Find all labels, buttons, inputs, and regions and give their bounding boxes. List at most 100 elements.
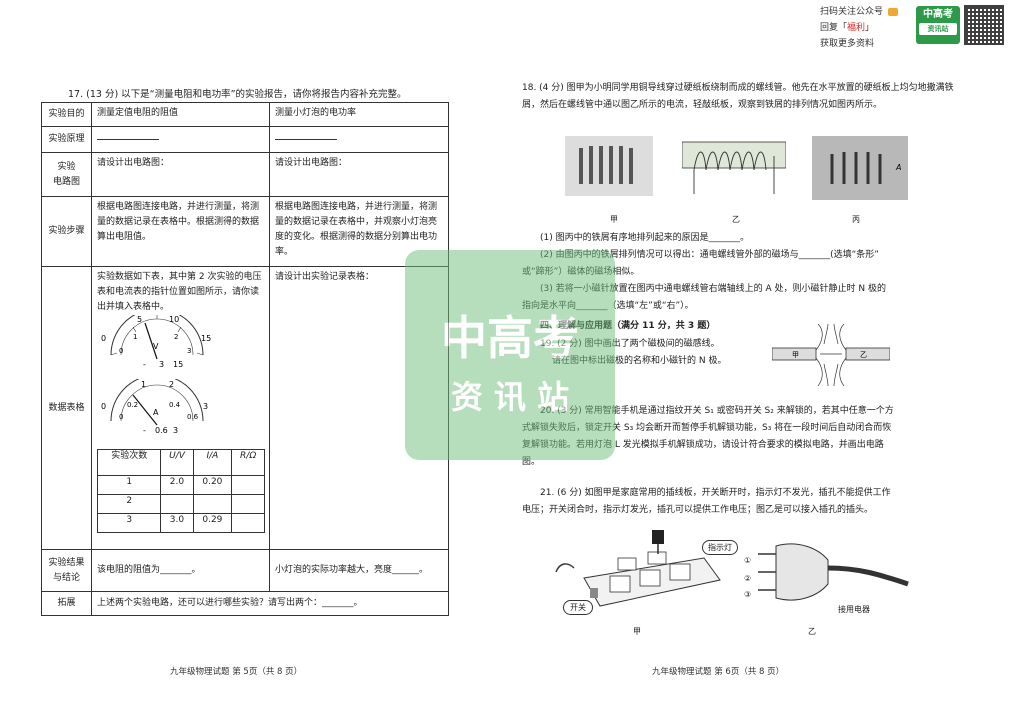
volt-unit: V	[153, 342, 159, 351]
steps-resistance: 根据电路图连接电路，并进行测量，将测量的数据记录在表格中。根据测得的数据算出电阻…	[91, 196, 270, 267]
plug-mark-1: ①	[744, 556, 752, 565]
footer-left: 九年级物理试题 第 5页（共 8 页）	[170, 667, 303, 677]
svg-text:0.6: 0.6	[155, 426, 168, 435]
footer-right: 九年级物理试题 第 6页（共 8 页）	[652, 667, 785, 677]
th-resistance: R/Ω	[231, 449, 265, 476]
svg-text:0.6: 0.6	[187, 413, 199, 421]
magnet-label-jia: 甲	[792, 351, 799, 359]
q21-line-2: 电压；开关闭合时，指示灯发光，插孔可以提供工作电压；图乙是可以接入插孔的插头。	[522, 505, 874, 515]
q19-line-2: 请在图中标出磁极的名称和小磁针的 N 极。	[552, 356, 727, 366]
amp-tick-0: 0	[101, 402, 106, 411]
question-17-title: 17. (13 分) 以下是“测量电阻和电功率”的实验报告，请你将报告内容补充完…	[68, 89, 407, 100]
purpose-resistance: 测量定值电阻的阻值	[91, 102, 270, 127]
svg-text:-: -	[143, 360, 146, 369]
row-label-extend: 拓展	[41, 591, 92, 616]
fig21-label-yi: 乙	[808, 627, 816, 636]
purpose-power: 测量小灯泡的电功率	[269, 102, 449, 127]
extend-question[interactable]: 上述两个实验电路，还可以进行哪些实验？请写出两个：_______。	[91, 591, 449, 616]
fig21-label-jia: 甲	[633, 627, 641, 636]
volt-tick-5: 5	[137, 315, 142, 324]
q18-part-1[interactable]: (1) 图丙中的铁屑有序地排列起来的原因是_______。	[540, 233, 750, 243]
volt-tick-15: 15	[201, 334, 211, 343]
promo-line-3: 获取更多资料	[820, 39, 875, 49]
th-current: I/A	[192, 449, 233, 476]
data-instructions: 实验数据如下表，其中第 2 次实验的电压表和电流表的指针位置如图所示，请你读出并…	[97, 272, 262, 312]
section-4-title: 四、理解与应用题（满分 11 分，共 3 题）	[540, 321, 716, 331]
svg-text:0.2: 0.2	[127, 401, 138, 409]
svg-text:3: 3	[187, 347, 191, 355]
q20-line-4: 图。	[522, 457, 541, 467]
principle-blank-1[interactable]	[91, 126, 270, 153]
pointing-hand-icon	[888, 8, 898, 16]
row-label-steps: 实验步骤	[41, 196, 92, 267]
row-label-principle: 实验原理	[41, 126, 92, 153]
solenoid-photo	[565, 136, 653, 196]
svg-text:15: 15	[173, 360, 183, 369]
plug-mark-3: ③	[744, 590, 752, 599]
brand-logo: 中高考 资讯站	[916, 6, 960, 44]
q21-line-1: 21. (6 分) 如图甲是家庭常用的插线板，开关断开时，指示灯不发光，插孔不能…	[540, 488, 891, 498]
experiment-report-table: 实验目的 测量定值电阻的阻值 测量小灯泡的电功率 实验原理 实验电路图 请设计出…	[41, 102, 449, 616]
th-trial: 实验次数	[96, 449, 162, 476]
amp-tick-2: 2	[169, 380, 174, 389]
row-label-data: 数据表格	[41, 266, 92, 550]
fig18-label-yi: 乙	[732, 215, 740, 224]
point-a-label: A	[895, 163, 901, 172]
q19-line-1: 19. (2 分) 图中画出了两个磁极间的磁感线。	[540, 339, 720, 349]
watermark-text-2: 资 讯 站	[451, 378, 569, 416]
amp-tick-1: 1	[141, 380, 146, 389]
q20-line-2: 式解锁失败后，锁定开关 S₃ 均会断开而暂停手机解锁功能，S₃ 将在一段时间后自…	[522, 423, 892, 433]
volt-tick-10: 10	[169, 315, 179, 324]
amp-unit: A	[153, 408, 159, 417]
row-label-purpose: 实验目的	[41, 102, 92, 127]
row-label-circuit: 实验电路图	[41, 152, 92, 197]
row-label-result: 实验结果与结论	[41, 549, 92, 592]
three-prong-plug-diagram	[758, 543, 909, 601]
svg-text:3: 3	[173, 426, 178, 435]
solenoid-diagram	[682, 141, 786, 194]
iron-filings-photo: A	[812, 136, 908, 200]
q20-line-3: 复解锁功能。若用灯泡 L 发光模拟手机解锁成功，请设计符合要求的模拟电路，并画出…	[522, 440, 884, 450]
plug-mark-2: ②	[744, 574, 752, 583]
svg-text:-: -	[143, 426, 146, 435]
ammeter-diagram: 1 2 0 3 0 0.2 0.4 0.6 A - 0.6 3	[101, 374, 208, 435]
appliance-label: 接用电器	[838, 605, 870, 614]
q18-part-2a[interactable]: (2) 由图丙中的铁屑排列情况可以得出：通电螺线管外部的磁场与_______(选…	[540, 250, 879, 260]
watermark-logo: 中高考 资 讯 站	[405, 250, 615, 460]
data-cell-resistance: 实验数据如下表，其中第 2 次实验的电压表和电流表的指针位置如图所示，请你读出并…	[91, 266, 270, 550]
volt-tick-0: 0	[101, 334, 106, 343]
result-resistance[interactable]: 该电阻的阻值为_______。	[91, 549, 270, 592]
svg-text:2: 2	[174, 333, 178, 341]
switch-label: 开关	[563, 600, 593, 615]
q18-part-3a: (3) 若将一小磁针放置在图丙中通电螺线管右端轴线上的 A 处，则小磁针静止时 …	[540, 284, 886, 294]
fig18-label-bing: 丙	[852, 215, 860, 224]
circuit-prompt-1[interactable]: 请设计出电路图：	[91, 152, 270, 197]
svg-text:0: 0	[119, 347, 123, 355]
qr-code-icon[interactable]	[964, 5, 1004, 45]
circuit-prompt-2[interactable]: 请设计出电路图：	[269, 152, 449, 197]
question-18-text: 18. (4 分) 图甲为小明同学用铜导线穿过硬纸板绕制而成的螺线管。他先在水平…	[522, 83, 954, 110]
svg-text:3: 3	[159, 360, 164, 369]
principle-blank-2[interactable]	[269, 126, 449, 153]
q20-line-1: 20. (3 分) 常用智能手机是通过指纹开关 S₁ 或密码开关 S₂ 来解锁的…	[540, 406, 894, 416]
magnet-label-yi: 乙	[860, 351, 867, 359]
fig18-label-jia: 甲	[610, 215, 618, 224]
voltmeter-diagram: 5 10 0 15 0 1 2 3 V - 3 15	[101, 308, 211, 369]
table-row: 2	[96, 494, 265, 514]
power-strip-diagram	[555, 530, 721, 607]
magnetic-field-diagram: 甲 乙	[772, 324, 890, 386]
promo-text: 扫码关注公众号 回复「福利」 获取更多资料	[820, 4, 883, 52]
svg-text:1: 1	[133, 333, 137, 341]
result-power[interactable]: 小灯泡的实际功率越大，亮度______。	[269, 549, 449, 592]
svg-text:0: 0	[119, 413, 123, 421]
watermark-text-1: 中高考	[441, 311, 579, 365]
svg-text:0.4: 0.4	[169, 401, 181, 409]
amp-tick-3: 3	[203, 402, 208, 411]
th-voltage: U/V	[160, 449, 194, 476]
switch-toggle[interactable]	[590, 588, 598, 598]
promo-line-1: 扫码关注公众号	[820, 7, 884, 17]
promo-line-2: 回复「福利」	[820, 23, 875, 33]
